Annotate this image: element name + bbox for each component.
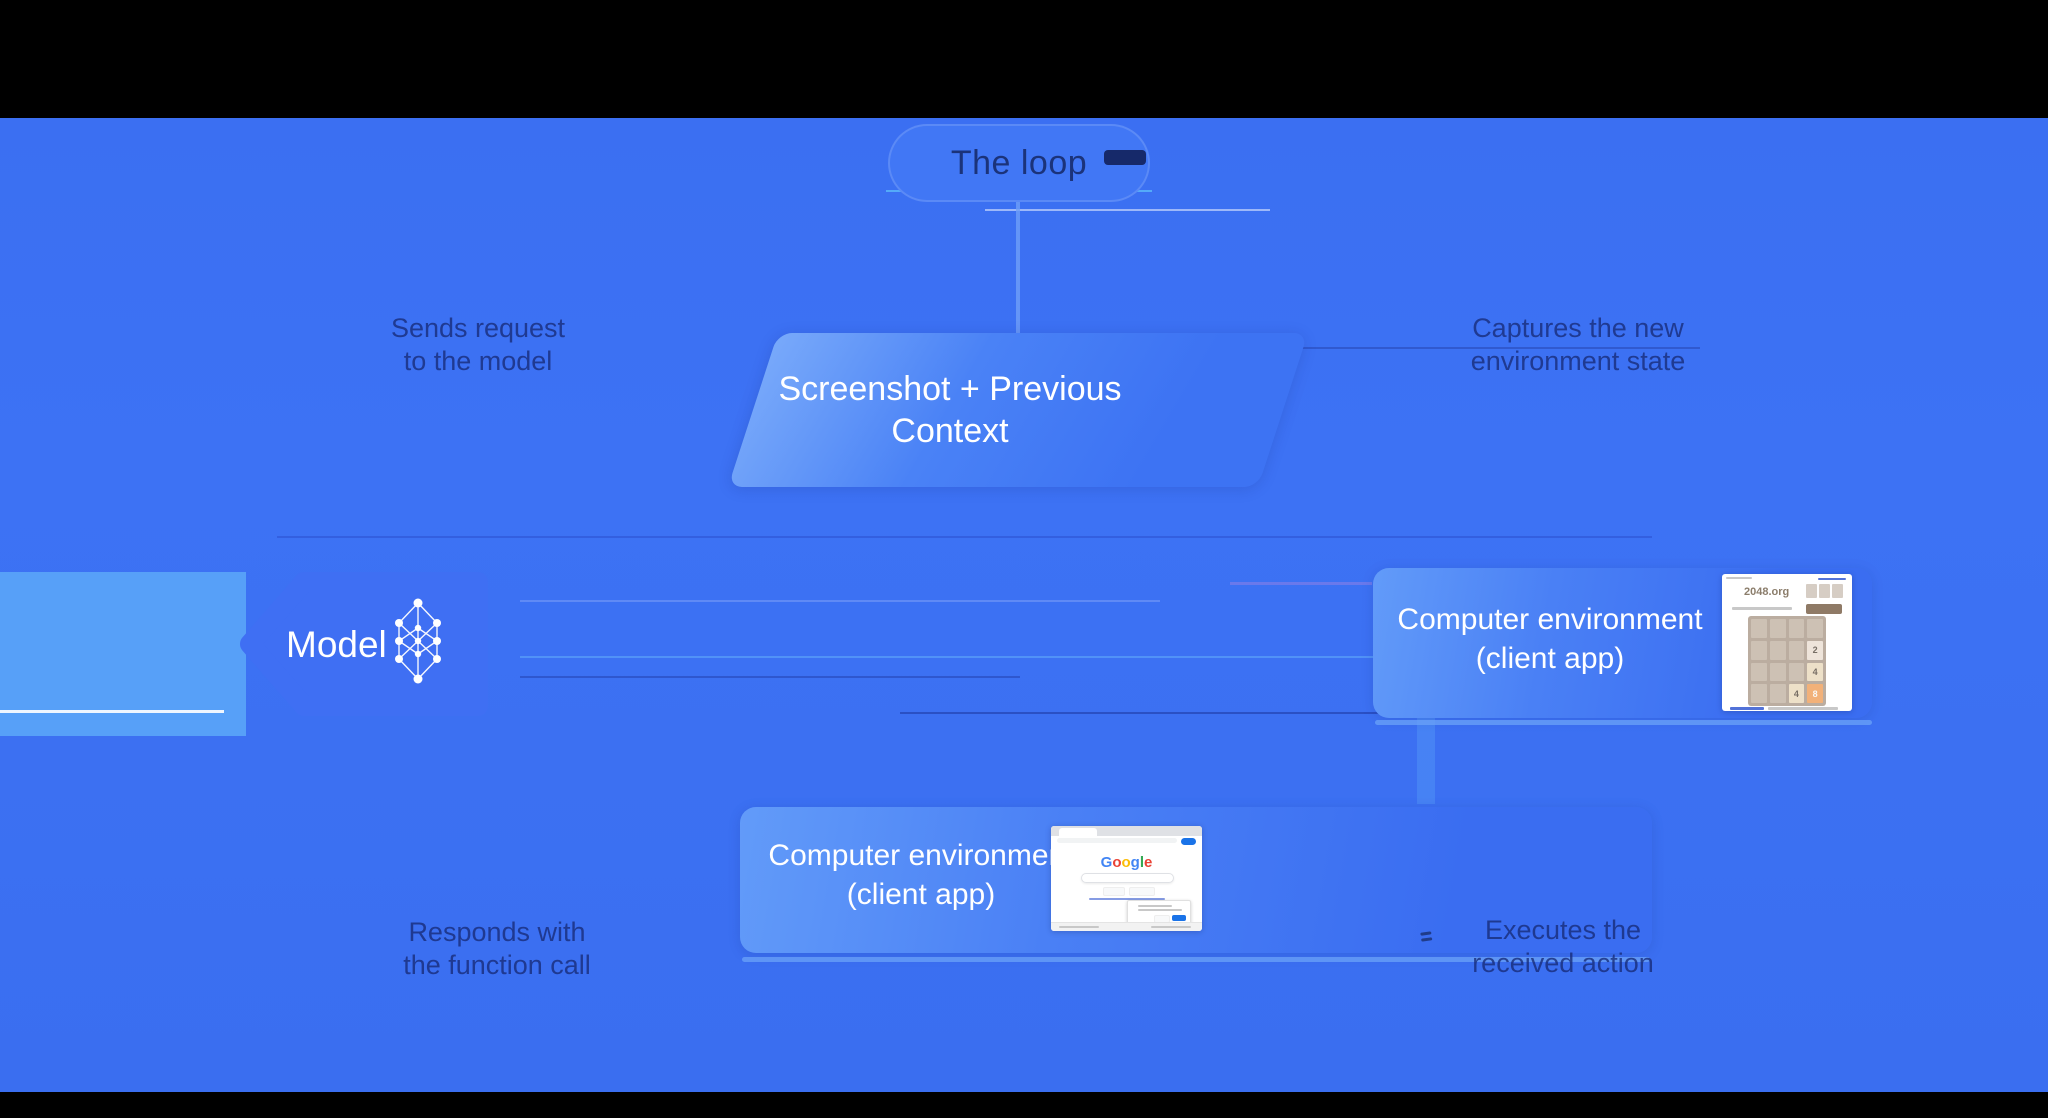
logo-letter: l [1139, 854, 1144, 871]
highlight-band-left [0, 572, 246, 736]
mini-2048-title: 2048.org [1744, 586, 1790, 598]
tile: 8 [1807, 684, 1823, 703]
step-line: Executes the [1484, 915, 1642, 945]
browser-url-bar [1057, 838, 1177, 843]
streak-line [520, 600, 1160, 602]
streak-line [520, 656, 1520, 658]
loop-pill-label: The loop [950, 143, 1088, 182]
step-label-captures-state: Captures the new environment state [1428, 312, 1728, 378]
mini-text-line [1059, 926, 1099, 928]
mini-dialog-button [1172, 915, 1186, 921]
tile [1788, 619, 1805, 638]
streak-line [277, 536, 1652, 538]
env-box-bottom-label: Computer environment (client app) [756, 836, 1086, 914]
tile [1751, 640, 1767, 660]
tile [1769, 640, 1786, 660]
step-line: the function call [403, 950, 591, 980]
loop-pill: The loop [888, 124, 1150, 202]
step-line: environment state [1470, 346, 1686, 376]
mini-text-line [1732, 607, 1792, 610]
mini-link-line [1089, 898, 1165, 900]
mini-2048-newgame-button [1806, 604, 1842, 614]
env-bottom-underline [742, 957, 1650, 962]
context-node-label: Screenshot + Previous Context [778, 370, 1122, 450]
streak-line [985, 209, 1270, 211]
letterbox-top [0, 0, 2048, 118]
step-line: received action [1472, 948, 1654, 978]
step-line: Captures the new [1472, 313, 1684, 343]
neural-network-icon [395, 598, 441, 684]
logo-letter: e [1144, 854, 1153, 871]
streak-line [1230, 582, 1372, 585]
tile: 4 [1807, 662, 1823, 682]
step-label-responds: Responds with the function call [347, 916, 647, 982]
tile [1769, 619, 1786, 638]
step-label-executes: Executes the received action [1413, 914, 1713, 980]
tile: 2 [1807, 640, 1823, 660]
tile [1769, 662, 1786, 682]
mini-text-line [1768, 707, 1838, 710]
env-right-line1: Computer environment [1397, 603, 1703, 636]
step-line: to the model [403, 346, 553, 376]
model-node-label: Model [286, 624, 387, 665]
tile [1751, 662, 1767, 682]
mini-2048-grid: 2 4 4 8 [1748, 616, 1826, 706]
screenshot-google-thumbnail: Google [1051, 826, 1202, 931]
browser-chrome-bar [1051, 826, 1202, 836]
logo-letter: o [1112, 854, 1122, 871]
logo-letter: o [1121, 854, 1131, 871]
mini-link-line [1818, 578, 1846, 580]
logo-letter: G [1100, 854, 1113, 871]
tile [1788, 640, 1805, 660]
mini-footer [1051, 922, 1202, 931]
mini-text-line [1151, 926, 1191, 928]
mini-signin-button [1181, 838, 1196, 845]
tile: 4 [1788, 684, 1805, 703]
arrow-line-left [0, 710, 224, 713]
env-bottom-line2: (client app) [846, 878, 996, 911]
connector-right-to-bottom [1417, 718, 1435, 804]
mini-text-line [1138, 909, 1182, 911]
streak-line [520, 676, 1020, 678]
mini-lucky-button [1129, 887, 1155, 896]
logo-letter: g [1130, 854, 1140, 871]
step-line: Responds with [408, 917, 586, 947]
env-bottom-line1: Computer environment [768, 839, 1074, 872]
mini-2048-score-box [1819, 584, 1830, 598]
tile [1788, 662, 1805, 682]
browser-tab [1059, 828, 1097, 836]
step-label-sends-request: Sends request to the model [328, 312, 628, 378]
screenshot-2048-thumbnail: 2048.org 2 4 4 8 [1722, 574, 1852, 711]
env-right-line2: (client app) [1475, 642, 1625, 675]
env-right-underline [1375, 720, 1872, 725]
mini-text-line [1726, 577, 1752, 579]
tile [1807, 619, 1823, 638]
mini-2048-score-box [1832, 584, 1843, 598]
env-box-right-label: Computer environment (client app) [1390, 600, 1710, 678]
mini-search-button [1103, 887, 1125, 896]
letterbox-bottom [0, 1092, 2048, 1118]
refresh-icon [1420, 931, 1433, 944]
tile [1751, 684, 1767, 703]
mini-2048-score-box [1806, 584, 1817, 598]
mini-search-bar [1081, 873, 1174, 883]
tile [1769, 684, 1786, 703]
connector-pill-to-context [1016, 202, 1020, 333]
google-logo: Google [1051, 854, 1202, 871]
mini-link-line [1730, 707, 1764, 710]
pill-cursor-dash [1104, 150, 1146, 165]
mini-text-line [1138, 905, 1172, 907]
step-line: Sends request [390, 313, 566, 343]
tile [1751, 619, 1767, 638]
